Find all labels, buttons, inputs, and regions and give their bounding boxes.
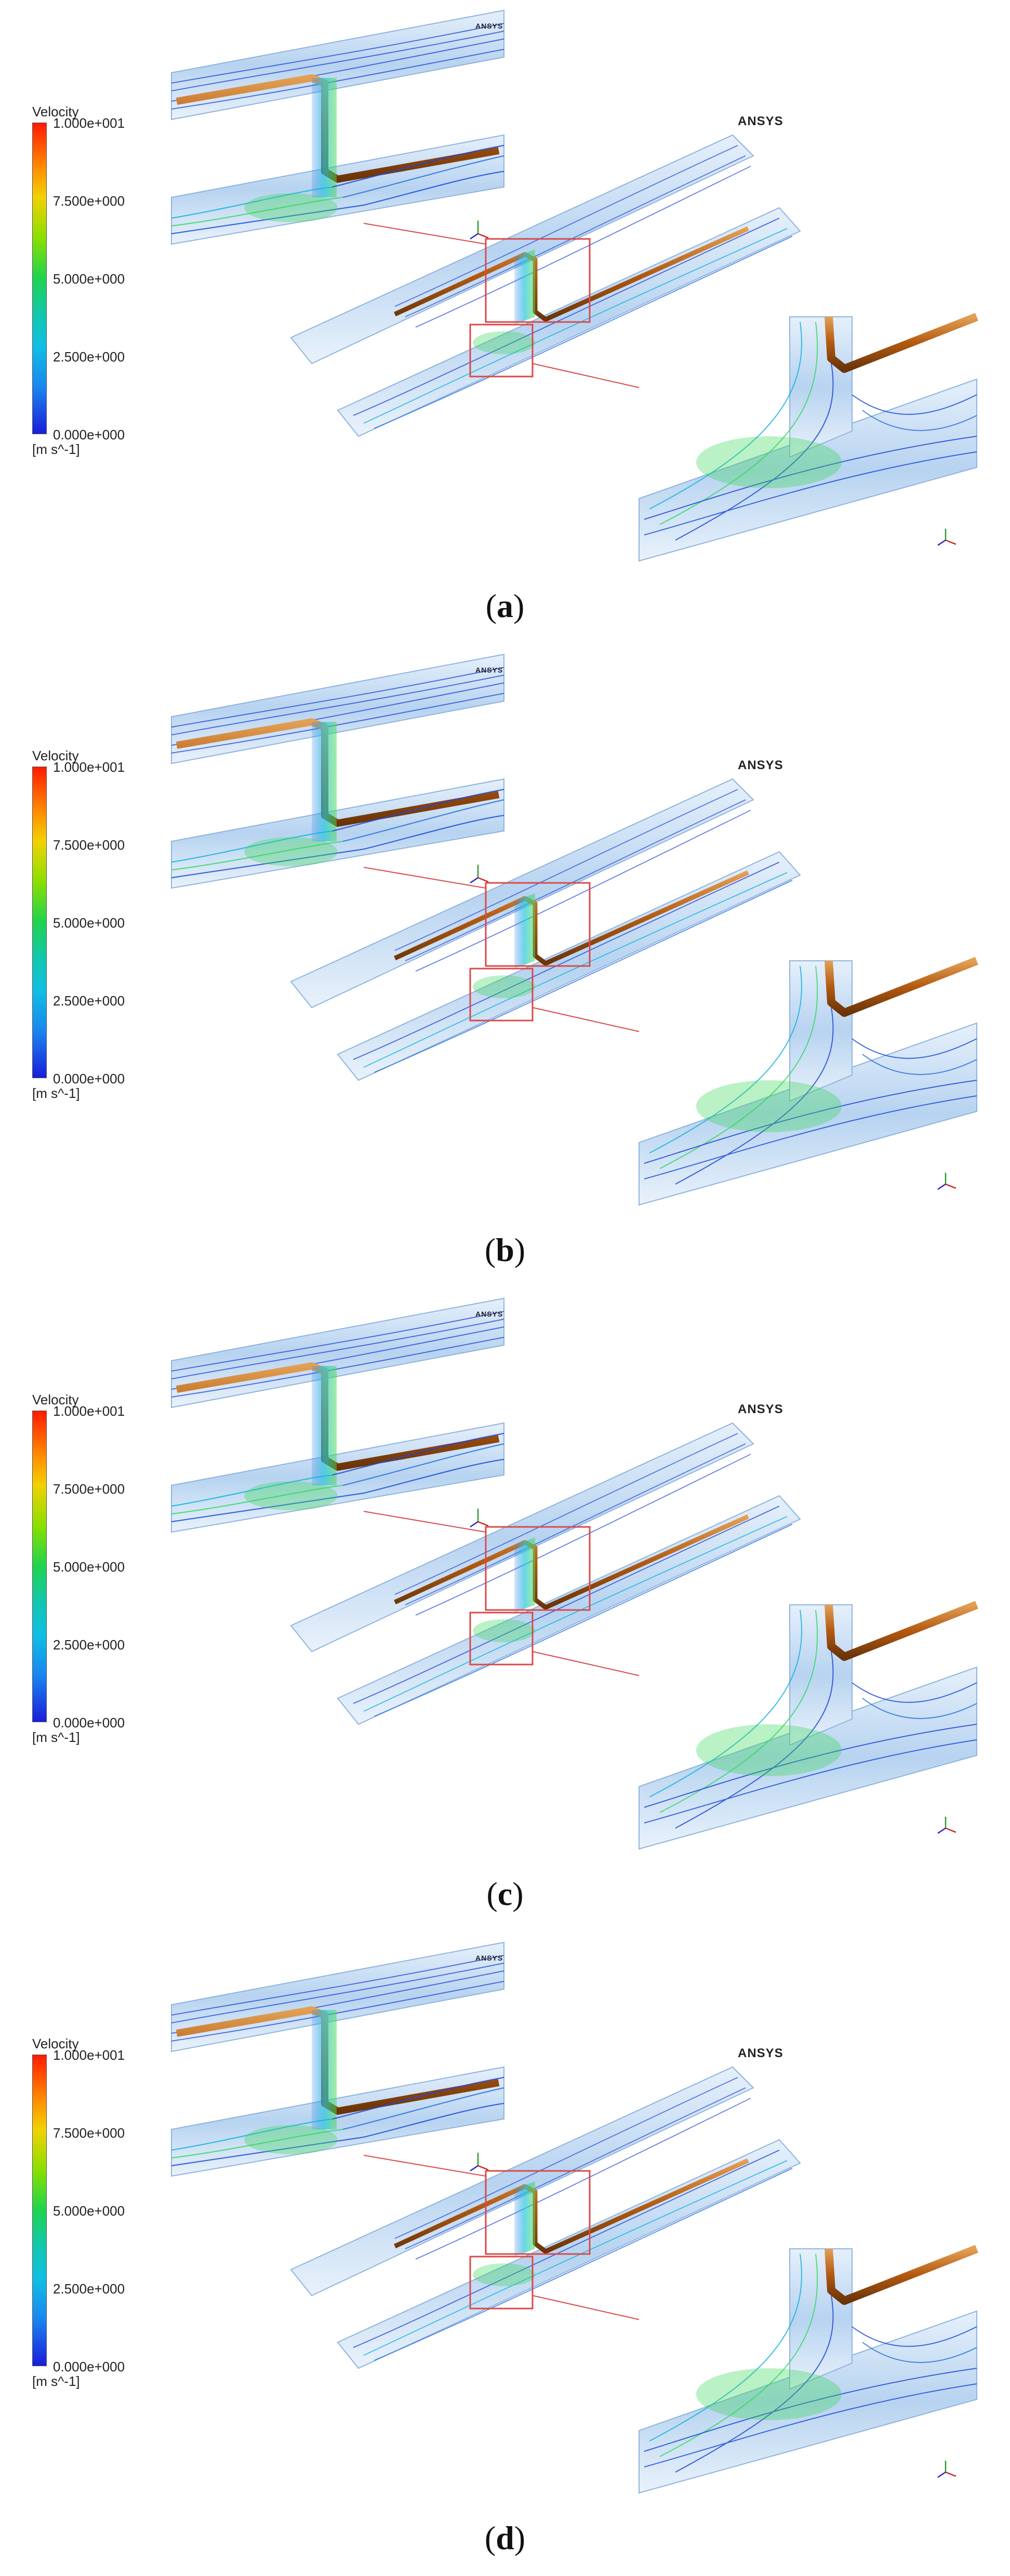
inset-bottom-right	[639, 313, 978, 562]
legend-title: Velocity	[32, 748, 79, 763]
inset-top-left	[171, 1941, 504, 2192]
callout-box-connector	[485, 1526, 591, 1611]
legend-title: Velocity	[32, 2036, 79, 2051]
callout-box-connector	[485, 2170, 591, 2255]
velocity-legend: Velocity 1.000e+001 7.500e+000 5.000e+00…	[32, 104, 167, 478]
legend-colorbar	[32, 123, 47, 434]
callout-box-connector	[485, 238, 591, 323]
inset-top-left	[171, 653, 504, 904]
legend-title: Velocity	[32, 1392, 79, 1407]
panel-letter: a	[497, 587, 513, 624]
legend-tick: 5.000e+000	[53, 915, 125, 931]
main-pipe-view	[290, 134, 801, 437]
legend-tick: 2.500e+000	[53, 2281, 125, 2297]
legend-tick: 2.500e+000	[53, 993, 125, 1009]
pipe-streamline-render	[171, 1297, 978, 1850]
callout-box-junction	[469, 1612, 534, 1666]
legend-unit: [m s^-1]	[32, 1729, 80, 1745]
legend-unit: [m s^-1]	[32, 441, 80, 457]
callout-box-connector	[485, 882, 591, 967]
ansys-logo: ANSYS	[738, 2046, 783, 2060]
callout-box-junction	[469, 968, 534, 1022]
inset-top-left	[171, 9, 504, 260]
legend-unit: [m s^-1]	[32, 1085, 80, 1101]
legend-tick: 2.500e+000	[53, 349, 125, 365]
axis-triad-icon	[937, 2461, 956, 2478]
pipe-streamline-render	[171, 9, 978, 562]
pipe-streamline-render	[171, 653, 978, 1206]
callout-box-junction	[469, 2256, 534, 2310]
panel-caption: (a)	[485, 587, 525, 624]
panel-letter: c	[497, 1875, 513, 1912]
panel-letter: d	[496, 2519, 514, 2556]
legend-tick: 0.000e+000	[53, 1071, 125, 1086]
axis-triad-icon	[937, 1173, 956, 1190]
legend-tick: 7.500e+000	[53, 2125, 125, 2141]
simulation-panel-b: ANSYS ANSYS Velocity 1.000e+001 7.500e+0…	[0, 644, 1010, 1288]
inset-bottom-right	[639, 1601, 978, 1850]
legend-tick: 7.500e+000	[53, 837, 125, 853]
velocity-legend: Velocity 1.000e+001 7.500e+000 5.000e+00…	[32, 1392, 167, 1766]
leader-line-top	[363, 2155, 486, 2177]
main-pipe-view	[290, 2066, 801, 2369]
legend-tick: 1.000e+001	[53, 115, 125, 131]
legend-tick: 0.000e+000	[53, 1715, 125, 1730]
axis-triad-icon	[470, 1509, 489, 1528]
legend-tick: 7.500e+000	[53, 1481, 125, 1497]
leader-line-top	[363, 1511, 486, 1533]
velocity-legend: Velocity 1.000e+001 7.500e+000 5.000e+00…	[32, 748, 167, 1122]
velocity-legend: Velocity 1.000e+001 7.500e+000 5.000e+00…	[32, 2036, 167, 2410]
ansys-logo-inset: ANSYS	[475, 666, 503, 674]
simulation-panel-a: ANSYS ANSYS Velocity 1.000e+001 7.500e+0…	[0, 0, 1010, 644]
panel-caption: (c)	[486, 1875, 524, 1912]
legend-colorbar	[32, 1411, 47, 1722]
leader-line-top	[363, 867, 486, 889]
ansys-logo: ANSYS	[738, 758, 783, 772]
main-pipe-view	[290, 778, 801, 1081]
inset-top-left	[171, 1297, 504, 1548]
axis-triad-icon	[470, 2153, 489, 2172]
legend-title: Velocity	[32, 104, 79, 119]
legend-unit: [m s^-1]	[32, 2373, 80, 2389]
legend-tick: 5.000e+000	[53, 2203, 125, 2219]
legend-tick: 1.000e+001	[53, 1403, 125, 1419]
axis-triad-icon	[470, 221, 489, 240]
ansys-logo-inset: ANSYS	[475, 1954, 503, 1962]
axis-triad-icon	[937, 1817, 956, 1834]
inset-bottom-right	[639, 2245, 978, 2494]
legend-colorbar	[32, 2055, 47, 2366]
legend-tick: 1.000e+001	[53, 2047, 125, 2063]
legend-colorbar	[32, 767, 47, 1078]
panel-caption: (d)	[484, 2519, 526, 2556]
legend-tick: 5.000e+000	[53, 1559, 125, 1575]
simulation-panel-d: ANSYS ANSYS Velocity 1.000e+001 7.500e+0…	[0, 1932, 1010, 2576]
legend-tick: 0.000e+000	[53, 2359, 125, 2374]
legend-tick: 7.500e+000	[53, 193, 125, 209]
leader-line-top	[363, 223, 486, 245]
ansys-logo: ANSYS	[738, 1402, 783, 1416]
axis-triad-icon	[937, 529, 956, 546]
inset-bottom-right	[639, 957, 978, 1206]
ansys-logo-inset: ANSYS	[475, 22, 503, 30]
ansys-logo-inset: ANSYS	[475, 1310, 503, 1318]
panel-letter: b	[496, 1231, 514, 1268]
legend-tick: 5.000e+000	[53, 271, 125, 287]
ansys-logo: ANSYS	[738, 114, 783, 128]
simulation-panel-c: ANSYS ANSYS Velocity 1.000e+001 7.500e+0…	[0, 1288, 1010, 1932]
callout-box-junction	[469, 324, 534, 378]
axis-triad-icon	[470, 865, 489, 884]
legend-tick: 0.000e+000	[53, 427, 125, 442]
legend-tick: 1.000e+001	[53, 759, 125, 775]
pipe-streamline-render	[171, 1941, 978, 2494]
panel-caption: (b)	[484, 1231, 526, 1268]
legend-tick: 2.500e+000	[53, 1637, 125, 1653]
